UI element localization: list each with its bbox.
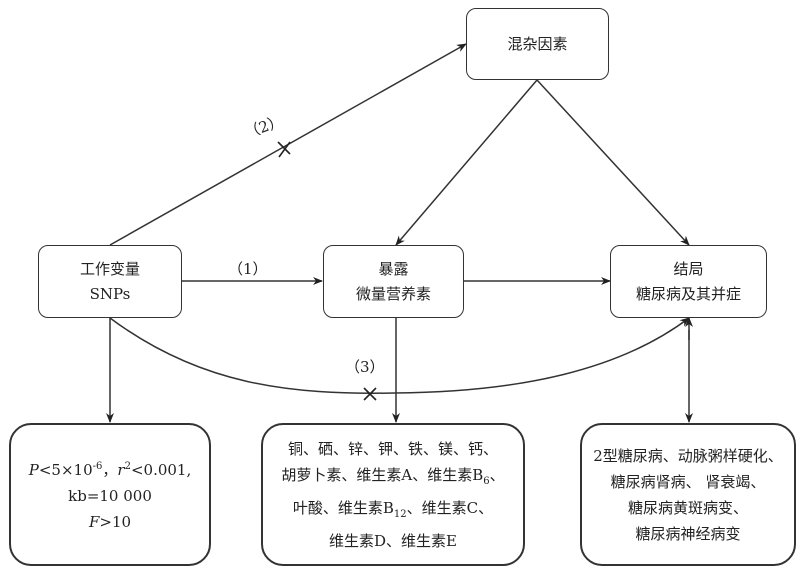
criteria-line-3: F>10	[88, 513, 132, 531]
assumption-label-3: （3）	[345, 358, 385, 376]
nutrients-line-1: 铜、硒、锌、钾、铁、镁、钙、	[287, 439, 498, 458]
nutrients-line-4: 维生素D、维生素E	[329, 531, 457, 550]
criteria-line-2: kb=10 000	[68, 487, 152, 505]
node-outcome: 结局 糖尿病及其并症	[610, 245, 767, 318]
cross-mark-2	[277, 141, 291, 158]
node-instrument-subtitle: SNPs	[89, 284, 131, 303]
diseases-line-2: 糖尿病肾病、 肾衰竭、	[610, 472, 766, 491]
edge-confounders-exposure	[395, 79, 538, 246]
node-instrument-title: 工作变量	[79, 259, 140, 278]
node-exposure: 暴露 微量营养素	[323, 245, 464, 318]
node-confounders-label: 混杂因素	[507, 34, 568, 53]
edge-instrument-outcome	[109, 317, 690, 394]
edge-confounders-outcome	[536, 79, 690, 246]
node-confounders: 混杂因素	[466, 8, 609, 80]
assumption-label-1: （1）	[228, 260, 268, 278]
node-diseases: 2型糖尿病、动脉粥样硬化、 糖尿病肾病、 肾衰竭、 糖尿病黄斑病变、 糖尿病神经…	[580, 423, 796, 566]
criteria-line-1: P<5×10-6，r2<0.001,	[28, 461, 192, 479]
node-exposure-subtitle: 微量营养素	[355, 284, 431, 303]
diseases-line-3: 糖尿病黄斑病变、	[627, 498, 748, 517]
diseases-line-4: 糖尿病神经病变	[635, 524, 741, 543]
diseases-line-1: 2型糖尿病、动脉粥样硬化、	[593, 446, 783, 465]
cross-mark-3	[363, 387, 377, 401]
node-instrument: 工作变量 SNPs	[38, 245, 182, 318]
node-criteria: P<5×10-6，r2<0.001, kb=10 000 F>10	[9, 423, 211, 566]
node-outcome-subtitle: 糖尿病及其并症	[635, 284, 741, 303]
nutrients-line-3: 叶酸、维生素B12、维生素C、	[292, 498, 494, 520]
node-outcome-title: 结局	[673, 259, 704, 278]
node-nutrients: 铜、硒、锌、钾、铁、镁、钙、 胡萝卜素、维生素A、维生素B6、 叶酸、维生素B1…	[261, 423, 525, 566]
node-exposure-title: 暴露	[378, 259, 409, 278]
nutrients-line-2: 胡萝卜素、维生素A、维生素B6、	[281, 465, 505, 487]
